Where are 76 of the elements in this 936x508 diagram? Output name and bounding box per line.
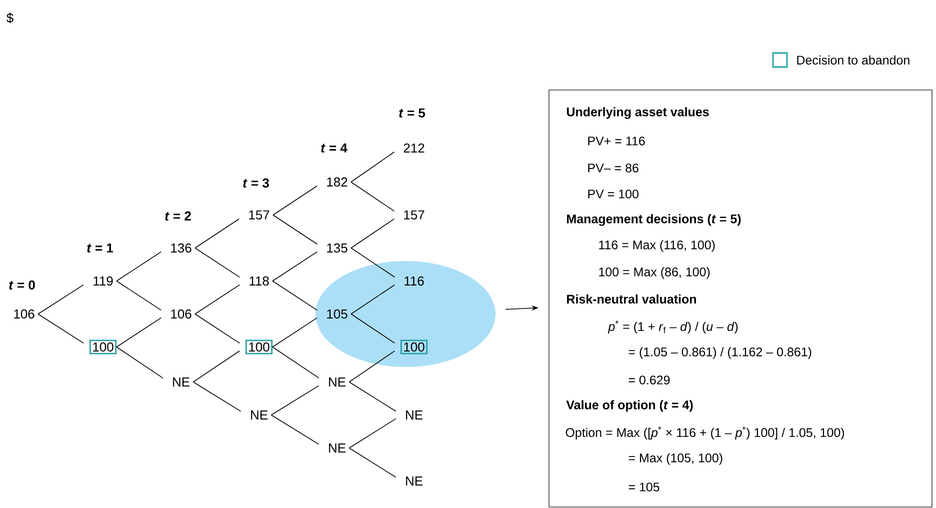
node-value: 136 <box>171 243 192 253</box>
node-value: 157 <box>404 210 424 220</box>
section-heading: Risk-neutral valuation <box>567 294 696 304</box>
branch-line <box>348 350 396 382</box>
time-label: t = 0 <box>9 280 35 290</box>
formula-line: = Max (105, 100) <box>628 453 722 465</box>
branch-line <box>116 280 162 311</box>
formula-line: = (1.05 – 0.861) / (1.162 – 0.861) <box>628 347 812 359</box>
highlight-ellipse <box>316 261 496 367</box>
branch-line <box>272 346 320 378</box>
branch-line <box>350 182 395 212</box>
section-heading: Value of option (t = 4) <box>566 400 693 412</box>
formula-line: 100 = Max (86, 100) <box>599 267 710 279</box>
node-value: 157 <box>249 210 270 220</box>
branch-line <box>116 346 164 378</box>
section-heading: Management decisions (t = 5) <box>567 214 741 226</box>
node-value: NE <box>406 476 422 486</box>
time-label: t = 4 <box>321 143 348 152</box>
branch-line <box>272 214 318 245</box>
branch-line <box>272 317 318 348</box>
abandon-value-box: 100 <box>89 340 117 354</box>
branch-line <box>270 414 320 445</box>
calculation-box <box>548 90 932 508</box>
node-value: 135 <box>327 243 348 253</box>
node-value: 119 <box>94 276 113 286</box>
branch-line <box>272 251 318 282</box>
time-label: t = 3 <box>243 178 269 188</box>
branch-line <box>116 317 162 348</box>
formula-line: Option = Max ([p$^{*}$ × 116 + (1 – p$^{*}$) 100] / 1.05, 100) <box>566 426 844 440</box>
branch-line <box>192 350 240 382</box>
currency-label: $ <box>6 12 14 24</box>
node-value: 106 <box>14 309 34 319</box>
branch-line <box>116 251 162 282</box>
node-value: NE <box>173 378 190 386</box>
branch-line <box>348 448 396 478</box>
node-value: 105 <box>327 309 348 319</box>
formula-line: 116 = Max (116, 100) <box>599 240 715 252</box>
branch-line <box>194 218 240 248</box>
node-value: 116 <box>404 276 424 286</box>
branch-line <box>192 382 242 412</box>
formula-line: PV– = 86 <box>588 164 638 172</box>
branch-line <box>272 185 318 216</box>
node-value: 182 <box>327 177 348 187</box>
branch-line <box>38 284 84 314</box>
time-label: t = 2 <box>165 211 191 221</box>
branch-line <box>348 418 396 448</box>
node-value: NE <box>406 410 422 420</box>
formula-line: = 105 <box>628 482 660 492</box>
branch-line <box>194 314 240 344</box>
branch-line <box>350 284 396 314</box>
branch-line <box>270 385 320 416</box>
branch-line <box>38 314 84 344</box>
branch-line <box>350 152 395 182</box>
branch-line <box>194 248 240 278</box>
formula-line: PV = 100 <box>588 190 638 198</box>
node-value: 212 <box>404 143 424 153</box>
section-heading: Underlying asset values <box>566 107 709 119</box>
branch-line <box>350 218 395 248</box>
legend-text: Decision to abandon <box>797 55 910 65</box>
formula-line: = 0.629 <box>628 376 670 384</box>
formula-line: p$^{*}$ = (1 + r$_{f}$ – d) / (u – d) <box>608 320 738 334</box>
node-value: NE <box>329 378 346 386</box>
branch-line <box>350 314 396 344</box>
time-label: t = 5 <box>399 108 426 118</box>
node-value: 118 <box>250 276 269 286</box>
node-value: NE <box>251 410 268 420</box>
time-label: t = 1 <box>87 243 114 252</box>
formula-line: PV+ = 116 <box>588 136 645 146</box>
branch-line <box>348 382 396 412</box>
abandon-value-box: 100 <box>400 340 428 354</box>
node-value: 106 <box>171 309 192 319</box>
abandon-value-box: 100 <box>245 340 273 354</box>
branch-line <box>350 248 396 278</box>
branch-line <box>194 284 240 314</box>
branch-line <box>272 280 318 311</box>
node-value: NE <box>329 444 346 452</box>
